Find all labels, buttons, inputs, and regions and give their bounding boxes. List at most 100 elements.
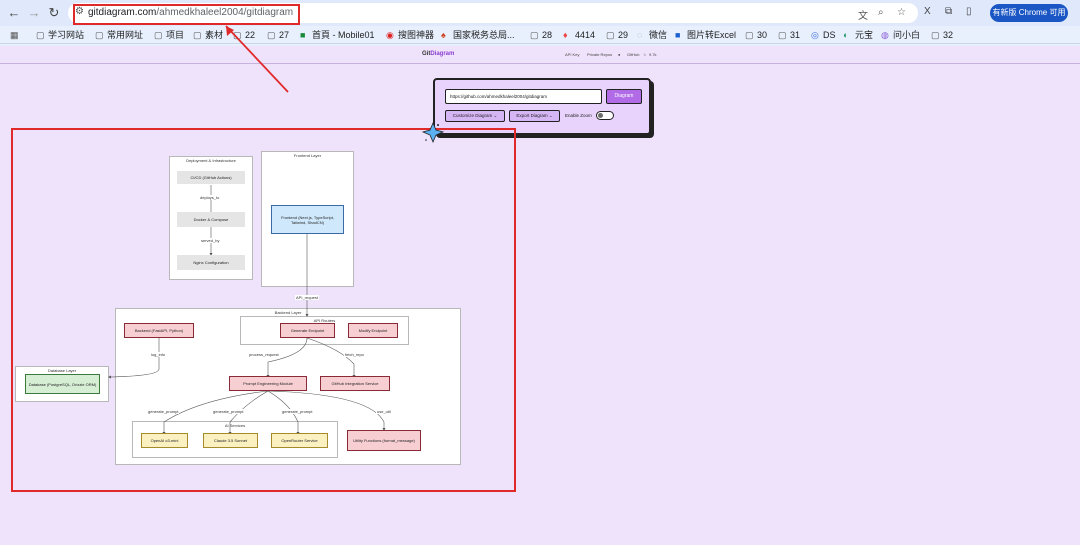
enable-zoom-toggle[interactable] <box>596 111 614 120</box>
group-title: Backend Layer <box>274 310 302 315</box>
architecture-diagram: Deployment & Infrastructure Frontend Lay… <box>0 64 1080 545</box>
github-icon[interactable]: ● <box>618 52 621 57</box>
bookmark-item[interactable]: ▢素材 <box>193 30 224 40</box>
bookmark-item[interactable]: ▢27 <box>267 30 290 40</box>
toggle-knob <box>598 113 603 118</box>
node-openai[interactable]: OpenAI o3-mini <box>141 433 188 448</box>
site-icon: ■ <box>300 30 306 40</box>
edge-label: API_request <box>295 295 320 300</box>
node-utility-functions[interactable]: Utility Functions (format_message) <box>347 430 421 451</box>
folder-icon: ▢ <box>778 30 787 40</box>
control-panel: https://github.com/ahmedkhaleel2004/gitd… <box>433 78 651 135</box>
star-icon: ☆ <box>643 52 647 57</box>
bookmark-item[interactable]: ▢31 <box>778 30 801 40</box>
back-icon[interactable]: ← <box>7 5 21 20</box>
api-key-link[interactable]: API Key <box>565 52 580 57</box>
folder-icon: ▢ <box>530 30 539 40</box>
node-github-integration[interactable]: GitHub Integration Service <box>320 376 390 391</box>
bookmark-item[interactable]: ◉搜图神器 <box>386 30 435 40</box>
site-icon: ◎ <box>811 30 819 40</box>
group-title: AI Services <box>224 423 246 428</box>
bookmark-item[interactable]: ▢28 <box>530 30 553 40</box>
node-modify-endpoint[interactable]: Modify Endpoint <box>348 323 398 338</box>
node-database[interactable]: Database (PostgreSQL, Drizzle ORM) <box>25 374 100 394</box>
extension-x-icon[interactable]: X <box>924 6 931 17</box>
edge-prompt-claude <box>229 390 269 433</box>
site-icon: ◐ <box>843 30 849 40</box>
bookmark-item[interactable]: ◐元宝 <box>843 30 874 40</box>
bookmark-item[interactable]: ▢22 <box>233 30 256 40</box>
node-generate-endpoint[interactable]: Generate Endpoint <box>280 323 335 338</box>
annotation-diagram-highlight <box>11 128 516 492</box>
edge-prompt-utility <box>267 390 385 429</box>
node-openrouter[interactable]: OpenRouter Service <box>271 433 328 448</box>
folder-icon: ▢ <box>36 30 45 40</box>
diagram-button[interactable]: Diagram <box>606 89 642 104</box>
bookmark-item[interactable]: ◍问小白 <box>881 30 921 40</box>
reload-icon[interactable]: ↻ <box>48 5 60 20</box>
folder-icon: ▢ <box>193 30 202 40</box>
arrowhead <box>305 314 309 317</box>
translate-icon[interactable]: 文 <box>858 11 868 22</box>
bookmark-item[interactable]: ▢30 <box>745 30 768 40</box>
node-backend[interactable]: Backend (FastAPI, Python) <box>124 323 194 338</box>
bookmark-item[interactable]: ♠国家税务总局... <box>441 30 515 40</box>
bookmark-item[interactable]: ◎DS <box>811 30 836 40</box>
private-repos-link[interactable]: Private Repos <box>587 52 613 57</box>
address-url[interactable]: gitdiagram.com/ahmedkhaleel2004/gitdiagr… <box>88 7 294 18</box>
chevron-down-icon: ⌄ <box>548 113 553 118</box>
app-logo[interactable]: GitDiagram <box>422 51 455 57</box>
node-docker[interactable]: Docker & Compose <box>177 212 245 227</box>
app-header: GitDiagram API Key Private Repos ● GitHu… <box>0 46 1080 64</box>
group-title: API Routers <box>313 318 336 323</box>
bookmark-item[interactable]: ▢32 <box>931 30 954 40</box>
site-icon: ◉ <box>386 30 394 40</box>
bookmark-item[interactable]: ▢29 <box>606 30 629 40</box>
site-icon: ■ <box>675 30 681 40</box>
folder-icon: ▢ <box>267 30 276 40</box>
export-diagram-button[interactable]: Export Diagram ⌄ <box>509 110 560 122</box>
bookmark-item[interactable]: ▢学习网站 <box>36 30 85 40</box>
folder-icon: ▢ <box>95 30 104 40</box>
folder-icon: ▢ <box>745 30 754 40</box>
node-prompt-engineering[interactable]: Prompt Engineering Module <box>229 376 307 391</box>
annotation-url-highlight <box>73 4 300 25</box>
group-title: Database Layer <box>47 368 77 373</box>
zoom-icon[interactable]: ⌕ <box>878 7 884 18</box>
edge-label: generate_prompt <box>212 409 245 414</box>
forward-icon[interactable]: → <box>27 5 41 20</box>
github-link[interactable]: GitHub <box>627 52 640 57</box>
edge-label: served_by <box>200 238 221 243</box>
bookmark-item[interactable]: ♦4414 <box>563 30 596 40</box>
extensions-icon[interactable]: ⧉ <box>945 6 953 17</box>
site-info-icon[interactable]: ⚙ <box>75 6 84 17</box>
update-chrome-button[interactable]: 有新版 Chrome 可用 <box>990 4 1068 22</box>
apps-icon[interactable]: ▦ <box>10 30 19 40</box>
folder-icon: ▢ <box>606 30 615 40</box>
bookmark-star-icon[interactable]: ☆ <box>897 7 906 18</box>
bookmark-item[interactable]: ◌微信 <box>637 30 668 40</box>
node-claude[interactable]: Claude 3.5 Sonnet <box>203 433 258 448</box>
edge-backend-database <box>108 338 160 378</box>
site-icon: ◌ <box>637 30 643 40</box>
edge-label: process_request <box>248 352 280 357</box>
node-nginx[interactable]: Nginx Configuration <box>177 255 245 270</box>
edge-label: generate_prompt <box>281 409 314 414</box>
bookmark-item[interactable]: ▢常用网址 <box>95 30 144 40</box>
site-icon: ◍ <box>881 30 889 40</box>
group-title: Frontend Layer <box>293 153 322 158</box>
edge-generate-github <box>306 337 355 376</box>
star-count: 9.7k <box>649 52 657 57</box>
chevron-down-icon: ⌄ <box>493 113 498 118</box>
bookmark-item[interactable]: ■图片转Excel <box>675 30 737 40</box>
bookmark-item[interactable]: ■首頁 - Mobile01 <box>300 30 375 40</box>
repo-url-input[interactable]: https://github.com/ahmedkhaleel2004/gitd… <box>445 89 602 104</box>
sidebar-icon[interactable]: ▯ <box>966 6 972 17</box>
bookmark-item[interactable]: ▢项目 <box>154 30 185 40</box>
node-frontend[interactable]: Frontend (Next.js, TypeScript, Tailwind,… <box>271 205 344 234</box>
address-bar[interactable]: ⚙ gitdiagram.com/ahmedkhaleel2004/gitdia… <box>68 3 918 23</box>
folder-icon: ▢ <box>154 30 163 40</box>
customize-diagram-button[interactable]: Customize Diagram ⌄ <box>445 110 505 122</box>
folder-icon: ▢ <box>233 30 242 40</box>
node-cicd[interactable]: CI/CD (GitHub Actions) <box>177 171 245 184</box>
